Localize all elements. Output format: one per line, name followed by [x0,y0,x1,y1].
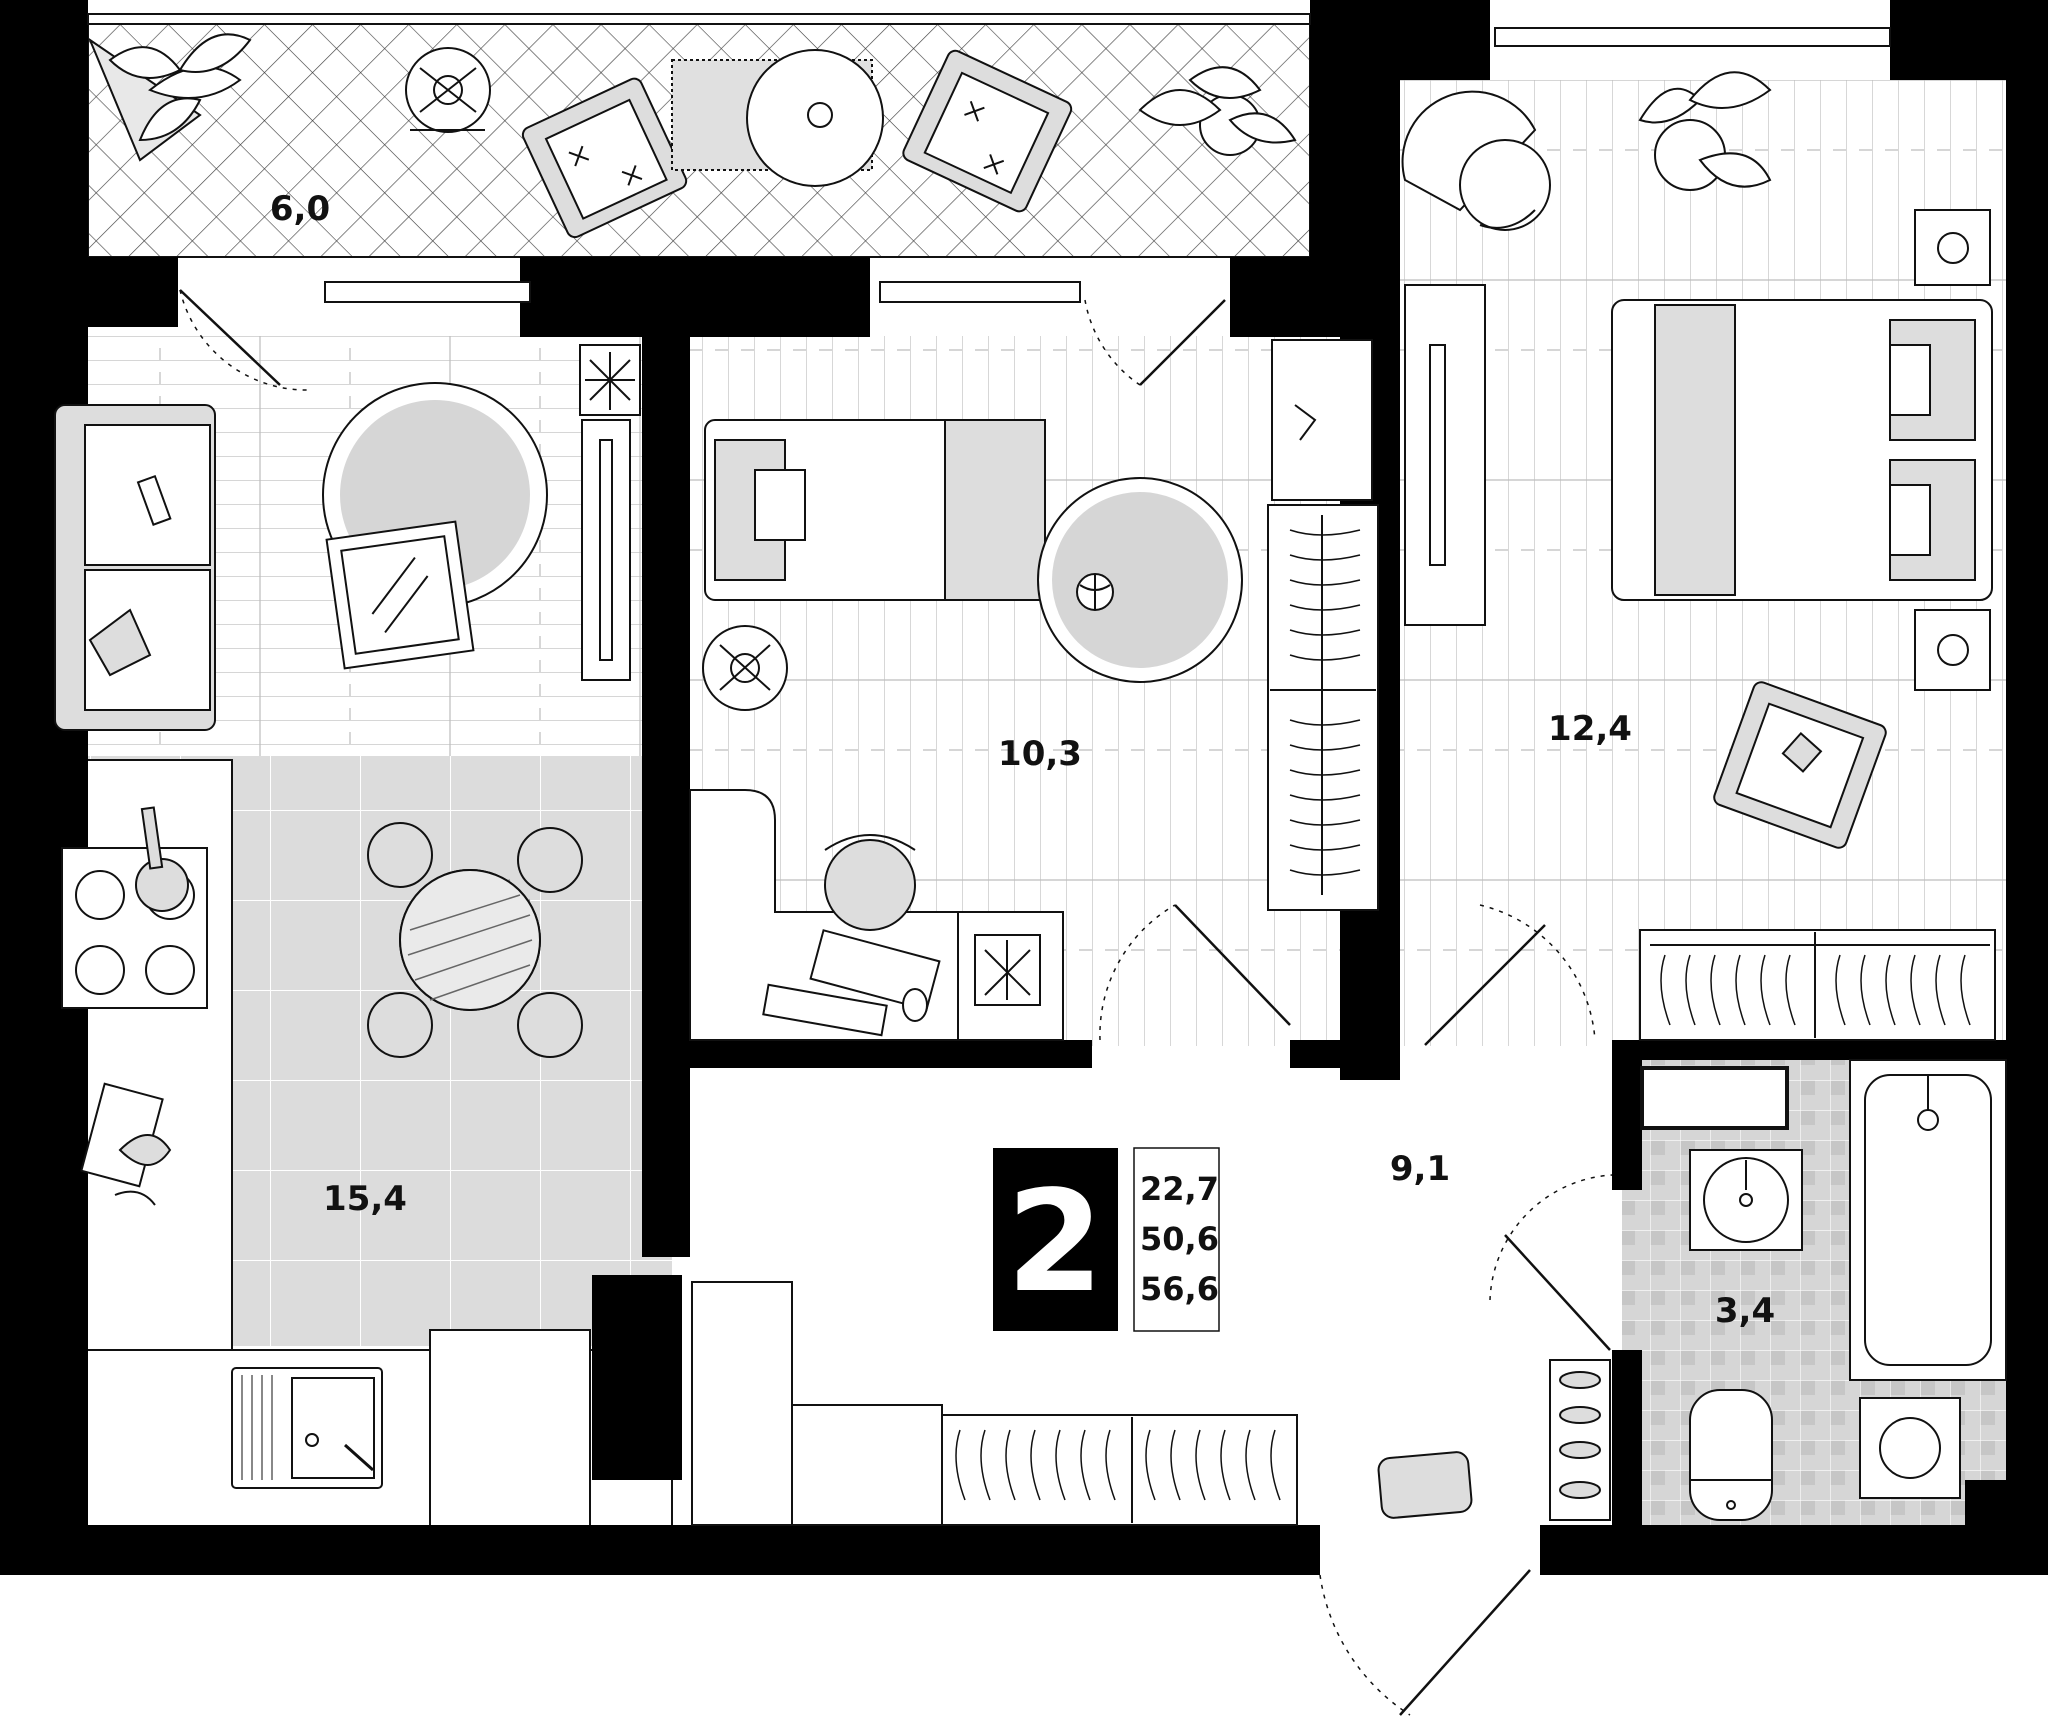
room-count-badge [993,1148,1118,1331]
bag-icon [1377,1451,1473,1519]
keyboard-icon [762,929,941,1037]
door-icon [179,289,311,391]
armchair-icon [902,49,1073,213]
lamp-icon [702,625,788,711]
tv-stand-icon [581,419,631,681]
mouse-icon [902,988,928,1022]
door-icon [1099,904,1291,1041]
large-bedroom-area: 12,4 [1548,709,1632,749]
chair-icon [824,834,916,931]
windows [87,13,1891,303]
window-icon [87,13,1311,25]
living-area-value: 22,7 [1140,1170,1219,1208]
balcony-furniture [87,33,1297,239]
large-bedroom-furniture [1401,71,1996,1041]
door-icon [1319,1569,1531,1716]
shelf-icon [1271,339,1373,501]
kitchen-furniture [61,806,583,1489]
bed-icon [1611,299,1993,601]
sofa-icon [54,404,216,731]
plant-icon [579,344,641,416]
living-furniture [54,344,641,731]
total-area-value: 50,6 [1140,1220,1219,1258]
balcony-area: 6,0 [270,189,330,229]
door-icon [1424,904,1596,1046]
toilet-icon [1689,1389,1773,1521]
window-icon [324,281,531,303]
desk-icon [689,789,1064,1041]
lamp-icon [405,47,491,133]
sink-icon [1689,1149,1803,1251]
front-door-gap [1320,1525,1540,1575]
apartment-summary: 2 22,7 50,6 56,6 [993,1147,1220,1332]
kitchen-living-area: 15,4 [323,1179,407,1219]
door-icon [1489,1174,1613,1351]
bathroom-area: 3,4 [1715,1291,1775,1331]
washing-machine-icon [1859,1397,1961,1499]
walls [0,0,2048,1575]
wardrobe-icon [1267,504,1379,911]
desk-icon [1401,90,1551,231]
bathtub-icon [1849,1059,2007,1381]
armchair-icon [521,77,688,239]
room-labels: 6,0 15,4 10,3 12,4 9,1 3,4 [270,189,1775,1331]
hallway-furniture [691,1066,1789,1526]
mirror-icon [1640,1066,1789,1130]
room-count: 2 [1006,1161,1103,1324]
round-rug-icon [1037,477,1243,683]
hallway-wardrobe-icon [691,1281,1298,1526]
plant-icon [1138,66,1297,156]
small-bedroom-furniture [689,339,1379,1041]
plant-icon [87,33,252,162]
hallway-area: 9,1 [1390,1149,1450,1189]
area-box [1133,1147,1220,1332]
bed-icon [704,419,1046,601]
tv-stand-icon [1404,284,1486,626]
doors [179,289,1613,1716]
bathroom-furniture [1689,1059,2007,1521]
cutting-board-icon [80,1082,172,1206]
coffee-table-icon [325,520,475,670]
plant-icon [974,934,1041,1006]
window-icon [1494,27,1891,47]
wardrobe-icon [1639,929,1996,1041]
total-with-balcony-value: 56,6 [1140,1270,1219,1308]
shoe-rack-icon [1549,1359,1611,1521]
door-icon [1084,299,1226,386]
ball-icon [1076,573,1114,611]
window-icon [879,281,1081,303]
dining-table-icon [367,822,583,1058]
stove-icon [61,806,208,1009]
sink-icon [231,1367,383,1489]
round-table-icon [746,49,884,187]
plant-icon [1638,71,1772,191]
armchair-icon [1713,681,1887,849]
small-bedroom-area: 10,3 [998,734,1082,774]
nightstand-icon [1914,209,1991,691]
